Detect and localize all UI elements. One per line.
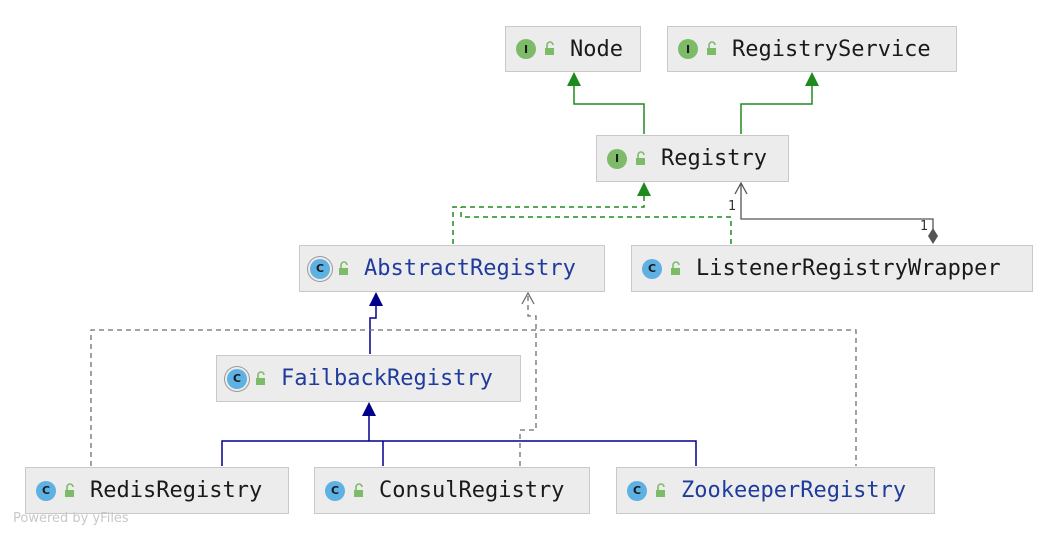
interface-icon: I <box>678 39 698 59</box>
class-name: Registry <box>661 146 767 171</box>
class-node-registry[interactable]: I Registry <box>596 135 789 182</box>
class-node-listenerregistrywrapper[interactable]: C ListenerRegistryWrapper <box>631 245 1033 292</box>
class-name: ConsulRegistry <box>379 478 565 503</box>
class-node-registryservice[interactable]: I RegistryService <box>667 26 957 72</box>
abstract-class-icon: C <box>310 258 330 279</box>
powered-by-footer: Powered by yFiles <box>13 511 129 526</box>
lock-open-icon <box>256 370 265 385</box>
class-icon: C <box>642 258 662 279</box>
class-name: ListenerRegistryWrapper <box>696 256 1001 281</box>
class-icon: C <box>325 480 345 501</box>
edge-registry-extends-registryservice <box>740 72 819 134</box>
lock-open-icon <box>339 260 348 275</box>
class-name: FailbackRegistry <box>281 366 493 391</box>
lock-open-icon <box>671 260 680 275</box>
interface-icon: I <box>607 148 627 169</box>
class-name: Node <box>570 36 623 62</box>
lock-open-icon <box>656 482 665 497</box>
lock-open-icon <box>354 482 363 497</box>
interface-icon: I <box>516 39 536 59</box>
class-node-node[interactable]: I Node <box>505 26 641 72</box>
lock-open-icon <box>65 482 74 497</box>
multiplicity-label-wrapper: 1 <box>920 219 929 234</box>
edge-dependencies-abstractregistry <box>90 291 857 466</box>
class-icon: C <box>36 480 56 501</box>
class-name: RedisRegistry <box>90 478 263 503</box>
class-node-failbackregistry[interactable]: C FailbackRegistry <box>216 355 521 402</box>
class-name: AbstractRegistry <box>364 256 576 281</box>
lock-open-icon <box>545 41 554 55</box>
lock-open-icon <box>636 150 645 165</box>
abstract-class-icon: C <box>227 368 247 389</box>
edge-registry-extends-node <box>567 72 645 134</box>
edge-failbackregistry-extends-abstractregistry <box>369 292 383 354</box>
class-node-zookeeperregistry[interactable]: C ZookeeperRegistry <box>616 467 935 514</box>
edge-listenerwrapper-implements-registry <box>460 182 732 244</box>
class-name: RegistryService <box>732 36 931 62</box>
multiplicity-label-registry: 1 <box>728 199 737 214</box>
class-node-abstractregistry[interactable]: C AbstractRegistry <box>299 245 605 292</box>
class-icon: C <box>627 480 647 501</box>
edge-listenerwrapper-composition-registry <box>734 181 938 244</box>
edge-subclasses-extend-failbackregistry <box>221 402 697 466</box>
lock-open-icon <box>707 41 716 55</box>
class-node-redisregistry[interactable]: C RedisRegistry <box>25 467 289 514</box>
class-name: ZookeeperRegistry <box>681 478 907 503</box>
class-node-consulregistry[interactable]: C ConsulRegistry <box>314 467 590 514</box>
edge-abstractregistry-implements-registry <box>452 196 645 244</box>
